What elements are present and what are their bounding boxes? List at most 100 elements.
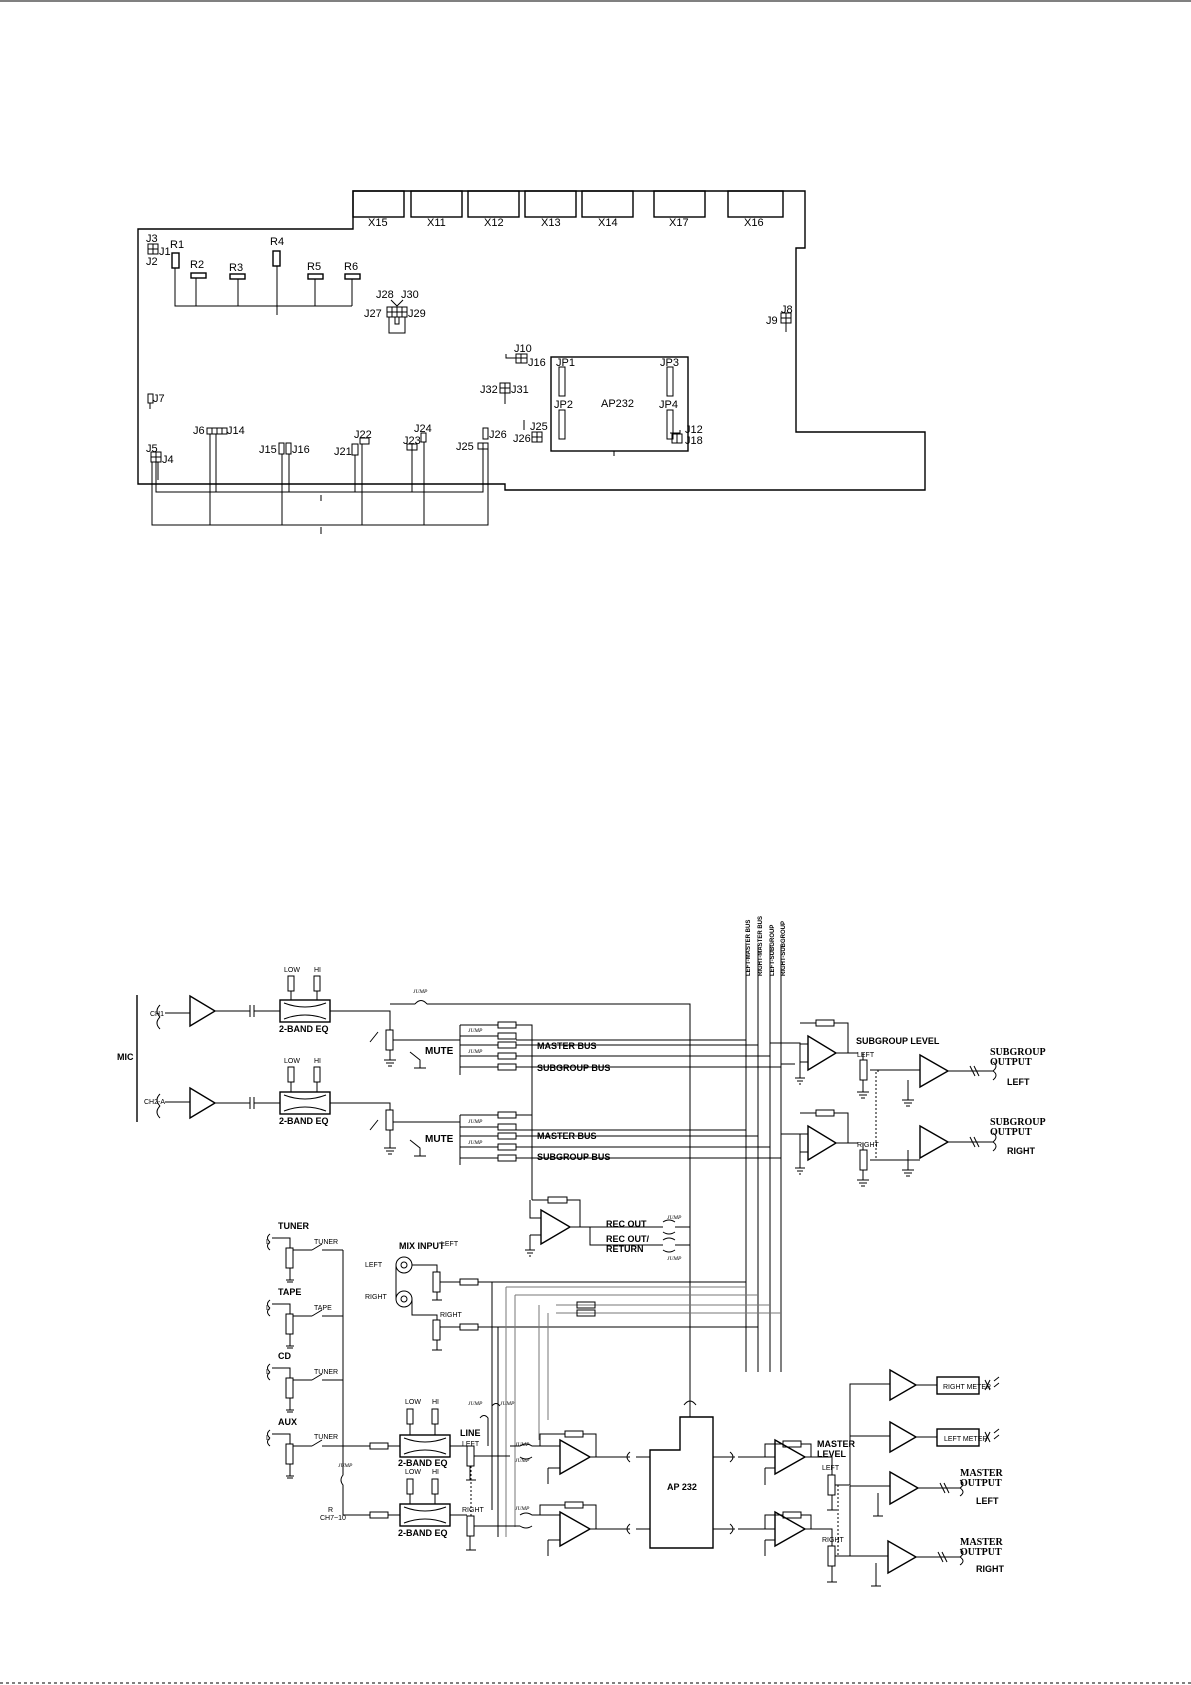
ch1-low-label: LOW	[284, 967, 300, 974]
ch1-jump3-label: JUMP	[468, 1049, 483, 1055]
label-j5: J5	[146, 443, 158, 455]
master-level-label-1: MASTER	[817, 1439, 856, 1449]
subgroup-level-label: SUBGROUP LEVEL	[856, 1036, 940, 1046]
mix-left-amp	[559, 1438, 592, 1476]
label-j15: J16	[292, 444, 310, 456]
subgroup-output2-label-1: SUBGROUP	[990, 1117, 1046, 1128]
tape-label: TAPE	[278, 1287, 301, 1297]
bus-lines: LEFT-MASTER BUS RIGHT-MASTER BUS LEFT-SU…	[745, 916, 787, 1372]
master-level-label-2: LEVEL	[817, 1449, 847, 1459]
resistor-r5	[307, 273, 324, 280]
subgroup-right-small: RIGHT	[857, 1142, 880, 1149]
ch1-jump2-label: JUMP	[468, 1028, 483, 1034]
eq-left-block	[399, 1434, 451, 1458]
label-j10: J10	[514, 343, 532, 355]
subgroup-output2-label-2: OUTPUT	[990, 1127, 1032, 1138]
mix-right-pot-label: RIGHT	[440, 1312, 463, 1319]
label-x14: X14	[598, 217, 618, 229]
mix-right-amp	[559, 1510, 592, 1548]
pcb-traces-a	[155, 434, 489, 525]
right-meter-label: RIGHT METER	[943, 1384, 991, 1391]
master-right-out-amp	[887, 1539, 918, 1575]
tuner-switch-label: TUNER	[314, 1239, 338, 1246]
eq-left-hi: HI	[432, 1399, 439, 1406]
line-jump-2: JUMP	[500, 1401, 515, 1407]
line-jump-1: JUMP	[468, 1401, 483, 1407]
pcb-layout: X15 X11 X12 X13 X14 X17 X16 R1 R2 R3 R4 …	[137, 190, 926, 534]
mic-label: MIC	[117, 1052, 134, 1062]
label-j23: J25	[456, 441, 474, 453]
ch1-eq-label: 2-BAND EQ	[279, 1024, 329, 1034]
master-left-small: LEFT	[822, 1465, 840, 1472]
subgroup-right-out-amp	[919, 1124, 950, 1160]
ch2-hi-label: HI	[314, 1058, 321, 1065]
master-output-label-1: MASTER	[960, 1468, 1004, 1479]
label-j7: J7	[153, 393, 165, 405]
label-j4: J4	[162, 454, 174, 466]
line-jump-4: JUMP	[515, 1458, 530, 1464]
resistor-r1	[171, 252, 180, 269]
label-jp1: JP1	[556, 357, 575, 369]
subgroup-right-amp	[807, 1124, 838, 1162]
label-j20: J22	[354, 429, 372, 441]
subgroup-left-out-amp	[919, 1053, 950, 1089]
label-r1: R1	[170, 239, 184, 251]
label-j2: J2	[146, 256, 158, 268]
master-left-label: LEFT	[976, 1496, 999, 1506]
mix-input-label: MIX INPUT	[399, 1241, 445, 1251]
label-j32: J26	[513, 433, 531, 445]
eq-right-low: LOW	[405, 1469, 421, 1476]
connector-row: X15 X11 X12 X13 X14 X17 X16	[352, 190, 784, 229]
connector-x15	[352, 190, 405, 218]
line-label: LINE	[460, 1428, 481, 1438]
ap232-section: AP 232	[539, 1397, 775, 1556]
ch2-eq-label: 2-BAND EQ	[279, 1116, 329, 1126]
ch1-eq-block	[279, 999, 331, 1023]
subgroup-left-amp	[807, 1034, 838, 1072]
ap232-block	[649, 1416, 714, 1549]
ch-r-sub-label: CH7~10	[320, 1515, 346, 1522]
label-x13: X13	[541, 217, 561, 229]
ch1-subgroup-bus-label: SUBGROUP BUS	[537, 1063, 610, 1073]
channel-1: CH1 2-BAND EQ LOW HI JUMP MUTE JUMP JUMP	[150, 967, 781, 1432]
cd-jack: L	[266, 1369, 270, 1376]
connector-x17	[653, 190, 706, 218]
ch1-preamp	[189, 994, 217, 1028]
label-j30: J32	[480, 384, 498, 396]
label-j22: J24	[414, 423, 432, 435]
label-j3: J3	[146, 233, 158, 245]
bus-label-left-subgroup: LEFT-SUBGROUP	[770, 925, 776, 976]
rec-out-label: REC OUT	[606, 1219, 647, 1229]
aux-switch-label: TUNER	[314, 1434, 338, 1441]
aux-jack: L	[266, 1435, 270, 1442]
subgroup-left-label: LEFT	[1007, 1077, 1030, 1087]
ch2-master-bus-label: MASTER BUS	[537, 1131, 597, 1141]
label-jp2: JP2	[554, 399, 573, 411]
ch2-low-label: LOW	[284, 1058, 300, 1065]
mix-left-label: LEFT	[365, 1262, 383, 1269]
aux-jump-label: JUMP	[338, 1463, 353, 1469]
ch2-subgroup-bus-label: SUBGROUP BUS	[537, 1152, 610, 1162]
left-meter-box	[936, 1428, 980, 1447]
right-meter-amp	[889, 1368, 918, 1402]
jp4	[666, 409, 674, 440]
eq-right-block	[399, 1503, 451, 1527]
master-left-out-amp	[889, 1470, 920, 1506]
label-j12: J12	[685, 424, 703, 436]
jp2	[558, 409, 566, 440]
resistor-r2	[190, 272, 207, 279]
label-j24: J26	[489, 429, 507, 441]
rec-jump-label-1: JUMP	[667, 1215, 682, 1221]
eq-left-label: 2-BAND EQ	[398, 1458, 448, 1468]
line-jump-5: JUMP	[515, 1506, 530, 1512]
label-r6: R6	[344, 261, 358, 273]
master-right-label: RIGHT	[976, 1564, 1005, 1574]
bus-label-right-master: RIGHT-MASTER BUS	[758, 916, 764, 976]
label-j29: J31	[511, 384, 529, 396]
eq-lower: 2-BAND EQ LOW HI 2-BAND EQ LOW HI LINE L…	[398, 1399, 540, 1551]
label-x12: X12	[484, 217, 504, 229]
label-r4: R4	[270, 236, 284, 248]
label-x11: X11	[427, 217, 446, 229]
label-j6: J6	[193, 425, 205, 437]
